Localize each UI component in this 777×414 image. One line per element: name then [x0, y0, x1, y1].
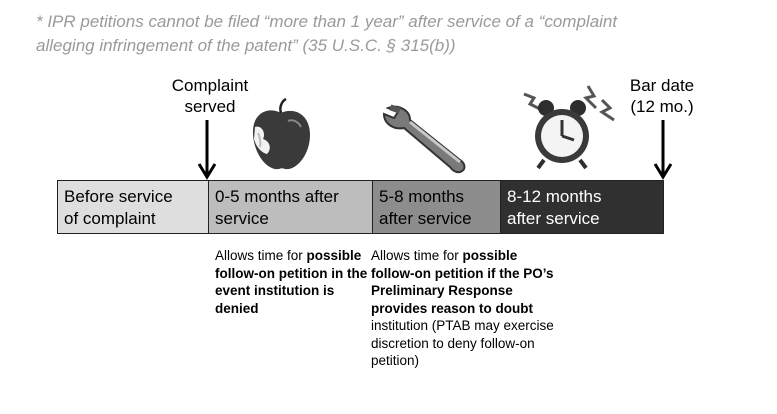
- segment-3-line-1: 5-8 months: [379, 187, 465, 206]
- segment-4-line-2: after service: [507, 209, 600, 228]
- footnote-line-2: alleging infringement of the patent” (35…: [36, 36, 456, 55]
- segment-0-5-months: 0-5 months after service: [209, 181, 373, 233]
- complaint-label-line-1: Complaint: [171, 76, 249, 95]
- note-1-bold: possible follow-on petition in the event…: [215, 248, 368, 316]
- segment-before-service: Before service of complaint: [58, 181, 209, 233]
- bar-date-arrow: [653, 120, 673, 180]
- segment-1-line-1: Before service: [64, 187, 173, 206]
- note-0-5-months: Allows time for possible follow-on petit…: [215, 247, 370, 317]
- segment-4-line-1: 8-12 months: [507, 187, 602, 206]
- bar-date-label-line-2: (12 mo.): [630, 97, 694, 116]
- footnote-line-1: * IPR petitions cannot be filed “more th…: [36, 12, 618, 31]
- bar-date-label: Bar date (12 mo.): [622, 75, 702, 117]
- note-2-bold: possible follow-on petition if the PO’s …: [371, 248, 554, 316]
- segment-1-line-2: of complaint: [64, 209, 156, 228]
- segment-8-12-months: 8-12 months after service: [501, 181, 663, 233]
- segment-2-line-2: service: [215, 209, 269, 228]
- note-2-lead: Allows time for: [371, 248, 463, 263]
- bar-date-label-line-1: Bar date: [629, 76, 695, 95]
- segment-3-line-2: after service: [379, 209, 472, 228]
- alarm-clock-icon: [523, 85, 615, 170]
- complaint-arrow: [197, 120, 217, 180]
- note-5-8-months: Allows time for possible follow-on petit…: [371, 247, 556, 370]
- note-1-lead: Allows time for: [215, 248, 307, 263]
- timeline-bar: Before service of complaint 0-5 months a…: [57, 180, 664, 234]
- apple-icon: [252, 97, 310, 170]
- complaint-served-label: Complaint served: [162, 75, 258, 117]
- footnote: * IPR petitions cannot be filed “more th…: [36, 10, 766, 58]
- complaint-label-line-2: served: [184, 97, 236, 116]
- wrench-icon: [382, 104, 466, 174]
- segment-2-line-1: 0-5 months after: [215, 187, 339, 206]
- note-2-tail: institution (PTAB may exercise discretio…: [371, 318, 554, 368]
- segment-5-8-months: 5-8 months after service: [373, 181, 501, 233]
